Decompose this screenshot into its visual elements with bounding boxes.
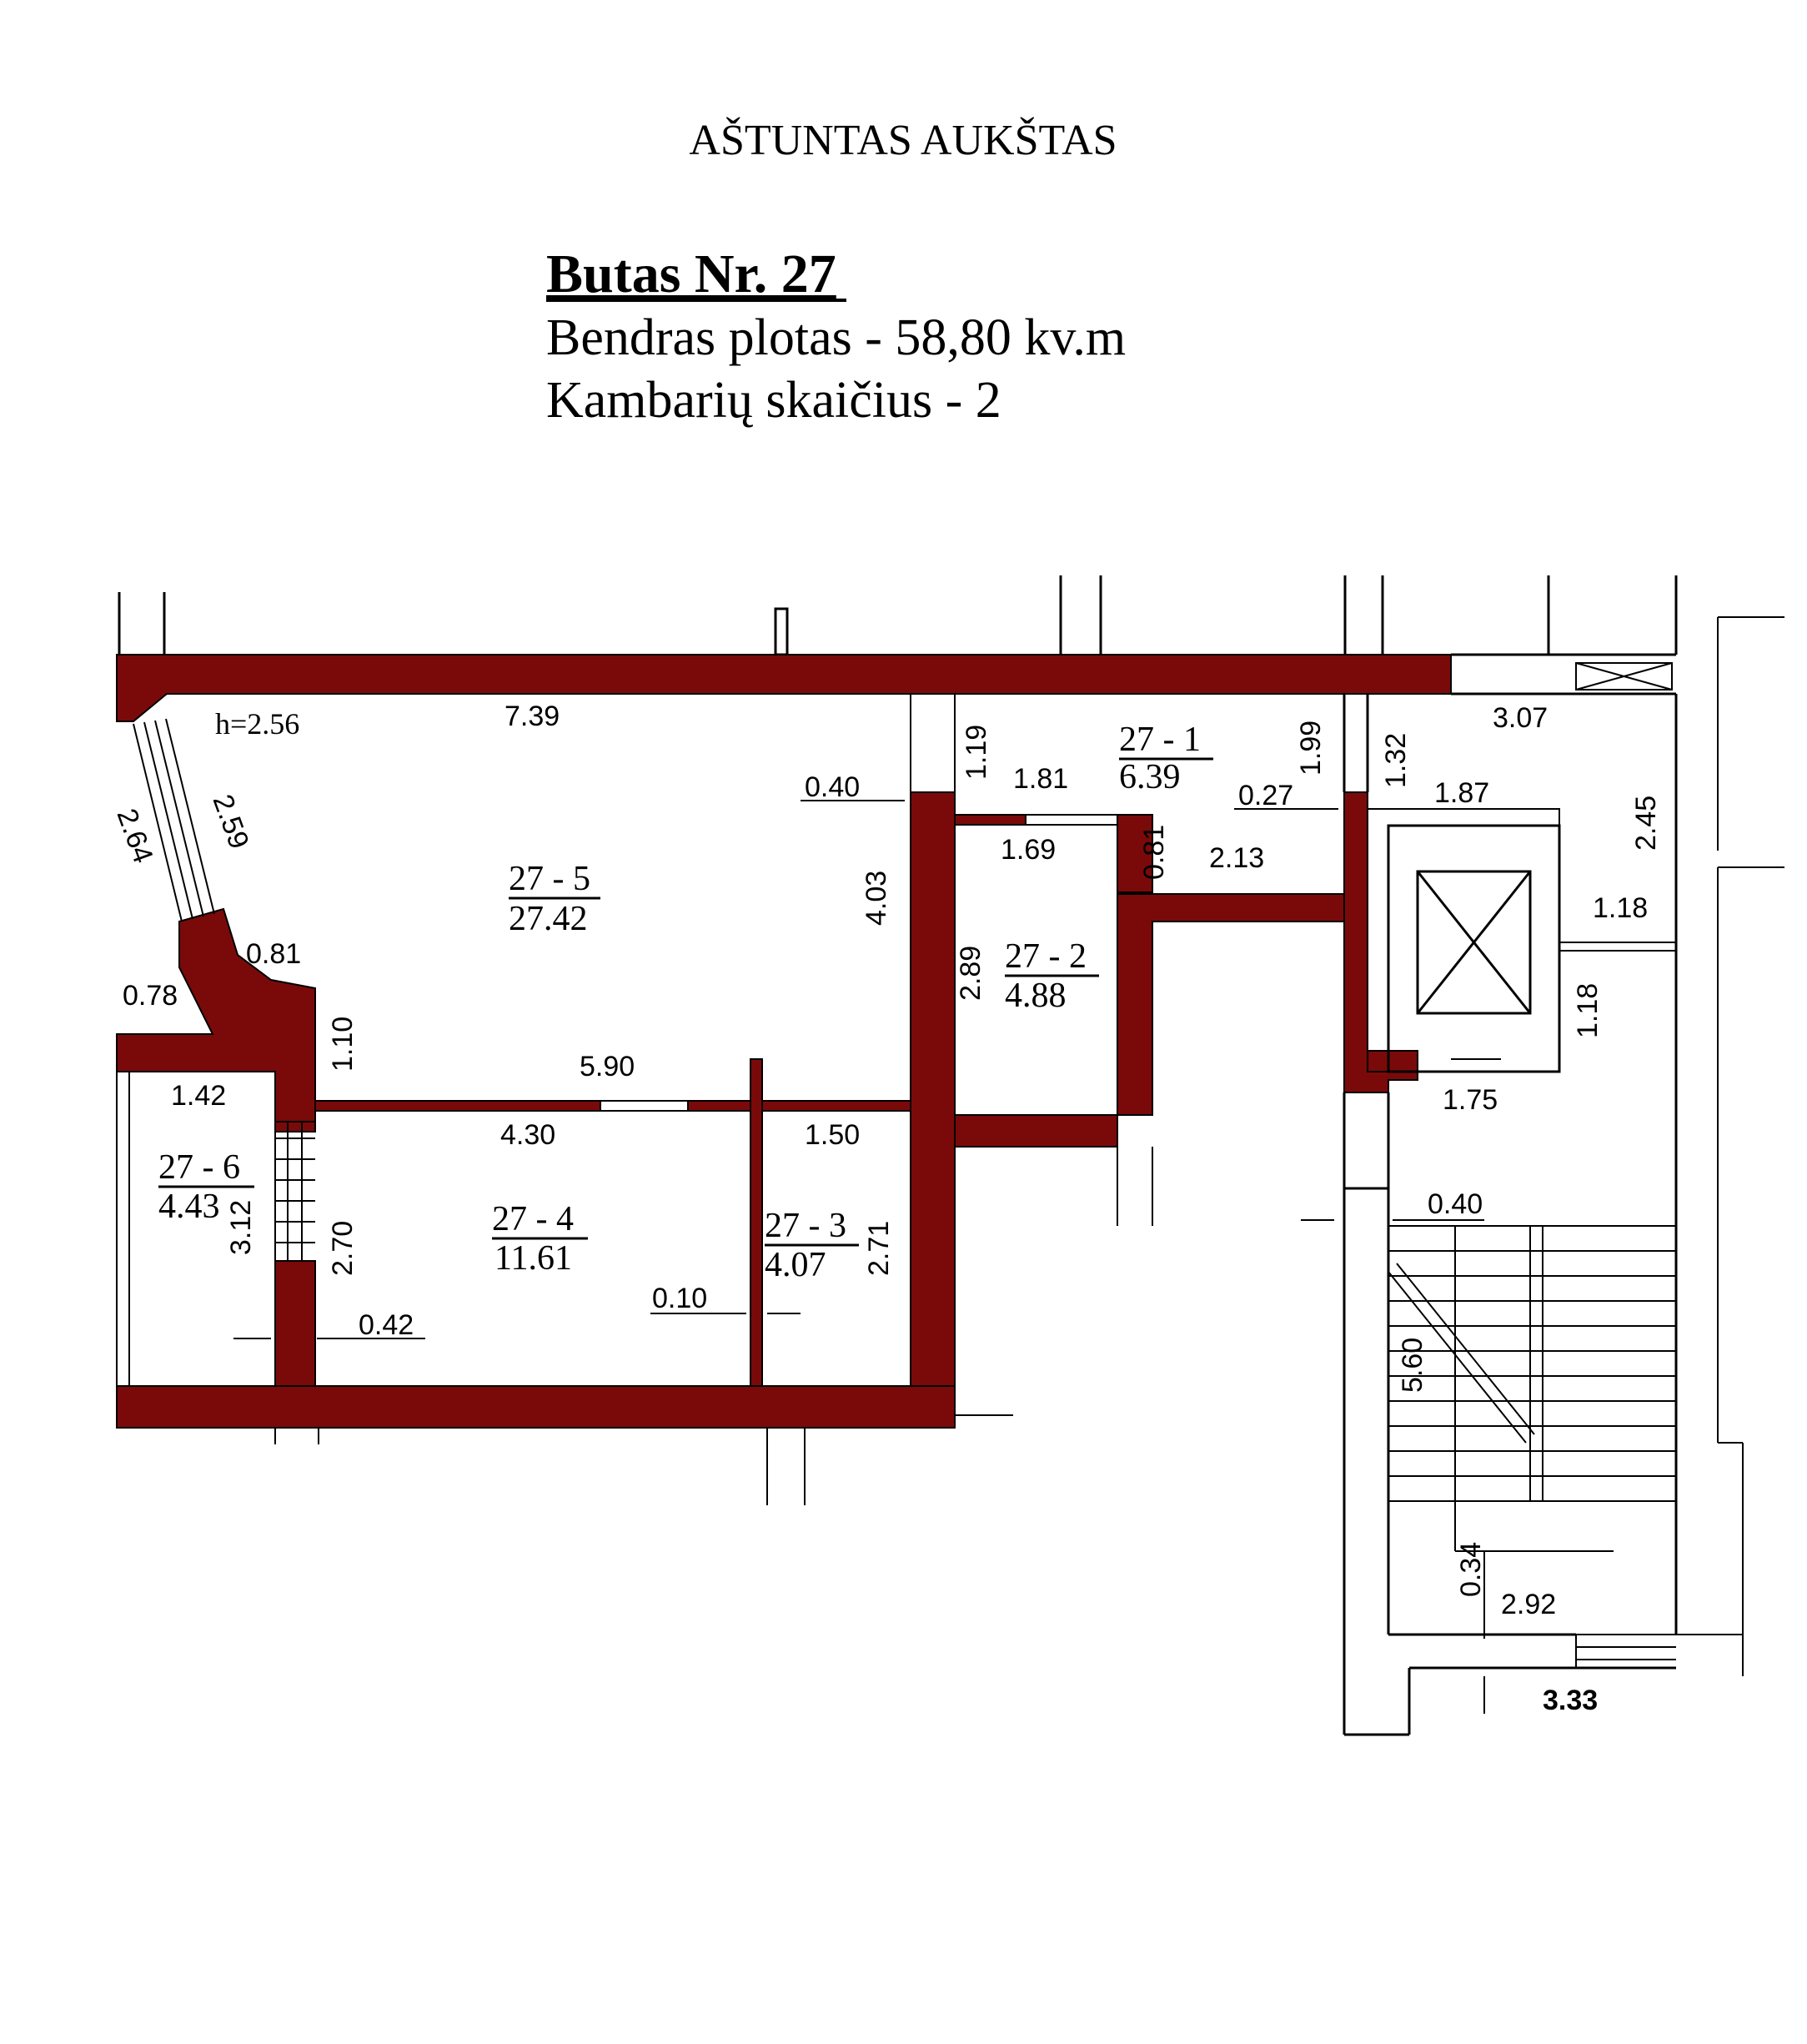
dimension-label: 2.59 bbox=[206, 791, 254, 853]
room-id: 27 - 1 bbox=[1119, 721, 1201, 759]
dimension-label: 1.50 bbox=[805, 1119, 860, 1151]
dimension-label: 0.81 bbox=[1138, 825, 1170, 880]
room-id: 27 - 4 bbox=[492, 1200, 574, 1238]
dimension-label: 2.92 bbox=[1501, 1589, 1556, 1620]
room-area: 11.61 bbox=[494, 1239, 572, 1278]
dimension-label: 1.69 bbox=[1001, 834, 1056, 866]
room-27-3: 27 - 3 4.07 bbox=[765, 1207, 859, 1284]
dimension-label: 0.81 bbox=[246, 938, 301, 970]
dimension-label: 2.89 bbox=[955, 946, 986, 1001]
dimension-lines bbox=[233, 800, 1614, 1714]
room-id: 27 - 2 bbox=[1005, 937, 1087, 976]
dimension-label: 4.30 bbox=[500, 1119, 555, 1151]
room-27-1: 27 - 1 6.39 bbox=[1119, 721, 1213, 796]
dimension-label: 0.34 bbox=[1455, 1542, 1487, 1597]
bottom-wall bbox=[116, 1385, 956, 1429]
dimension-label: 0.27 bbox=[1238, 780, 1293, 811]
central-wall bbox=[910, 791, 956, 1387]
apartment-total-area: Bendras plotas - 58,80 kv.m bbox=[546, 309, 1126, 366]
apartment-name: Butas Nr. 27 bbox=[546, 244, 836, 304]
dimension-label: 7.39 bbox=[504, 701, 560, 732]
dimension-label: 1.81 bbox=[1013, 763, 1068, 795]
dimension-label: 3.07 bbox=[1493, 702, 1548, 734]
room-27-6: 27 - 6 4.43 bbox=[158, 1148, 254, 1226]
dimension-label: 1.87 bbox=[1434, 777, 1489, 809]
dimension-label: 0.40 bbox=[1428, 1188, 1483, 1220]
dimension-label: 0.42 bbox=[359, 1309, 414, 1341]
dimension-label: 1.75 bbox=[1443, 1084, 1498, 1116]
room-27-4: 27 - 4 11.61 bbox=[492, 1200, 588, 1278]
balcony-lower-wall bbox=[274, 1260, 316, 1387]
dimension-label: 2.71 bbox=[863, 1221, 895, 1276]
small-wall-top-2 bbox=[954, 814, 1026, 826]
dimension-label: 1.42 bbox=[171, 1080, 226, 1112]
dimension-label: 1.18 bbox=[1572, 983, 1604, 1038]
room-area: 27.42 bbox=[509, 900, 588, 938]
room-27-2: 27 - 2 4.88 bbox=[1005, 937, 1099, 1015]
room-area: 4.43 bbox=[158, 1188, 220, 1226]
left-mid-wall bbox=[274, 1121, 316, 1132]
elevator-wall bbox=[1343, 791, 1418, 1093]
balcony-outline bbox=[116, 1072, 319, 1444]
dimension-label: 2.45 bbox=[1630, 796, 1662, 851]
room-id: 27 - 5 bbox=[509, 860, 590, 898]
dimension-label: 0.10 bbox=[652, 1283, 707, 1314]
room-id: 27 - 6 bbox=[158, 1148, 240, 1187]
dimension-label: 1.10 bbox=[327, 1017, 359, 1072]
stairwell-outline bbox=[1343, 616, 1784, 1736]
dimension-label: 1.99 bbox=[1295, 721, 1327, 776]
floor-title: AŠTUNTAS AUKŠTAS bbox=[689, 116, 1117, 164]
room-area: 4.88 bbox=[1005, 977, 1067, 1015]
partition-3-4 bbox=[750, 1058, 763, 1387]
dimension-label: 1.19 bbox=[961, 725, 992, 780]
dimension-label: 5.60 bbox=[1397, 1338, 1428, 1393]
dimension-label: 1.18 bbox=[1593, 892, 1648, 924]
building-context-lines bbox=[118, 575, 1678, 656]
dimension-label: 2.70 bbox=[327, 1221, 359, 1276]
walls bbox=[116, 654, 1452, 1429]
top-wall bbox=[116, 654, 1452, 722]
partition-4-5-left bbox=[314, 1100, 601, 1112]
dimension-label: 5.90 bbox=[580, 1051, 635, 1082]
ceiling-height: h=2.56 bbox=[215, 707, 299, 741]
room-area: 4.07 bbox=[765, 1246, 826, 1284]
room-area: 6.39 bbox=[1119, 758, 1181, 796]
dimension-label: 0.40 bbox=[805, 771, 860, 803]
dimension-label: 2.13 bbox=[1209, 842, 1264, 874]
dimension-label: 0.78 bbox=[123, 980, 178, 1012]
room-id: 27 - 3 bbox=[765, 1207, 846, 1245]
dimension-label: 4.03 bbox=[861, 871, 892, 926]
dimension-label: 1.32 bbox=[1380, 733, 1412, 788]
interior-lines bbox=[600, 694, 1153, 1505]
room-27-5: 27 - 5 27.42 bbox=[509, 860, 600, 938]
stairs bbox=[1388, 1225, 1676, 1668]
dimension-label: 2.64 bbox=[110, 805, 158, 867]
apartment-rooms-count: Kambarių skaičius - 2 bbox=[546, 372, 1001, 429]
corridor-wall bbox=[954, 891, 1345, 1148]
bay-window bbox=[133, 718, 215, 922]
partition-4-5-right bbox=[687, 1100, 911, 1112]
dimension-label: 3.12 bbox=[225, 1200, 257, 1255]
dimension-label: 3.33 bbox=[1543, 1685, 1598, 1716]
